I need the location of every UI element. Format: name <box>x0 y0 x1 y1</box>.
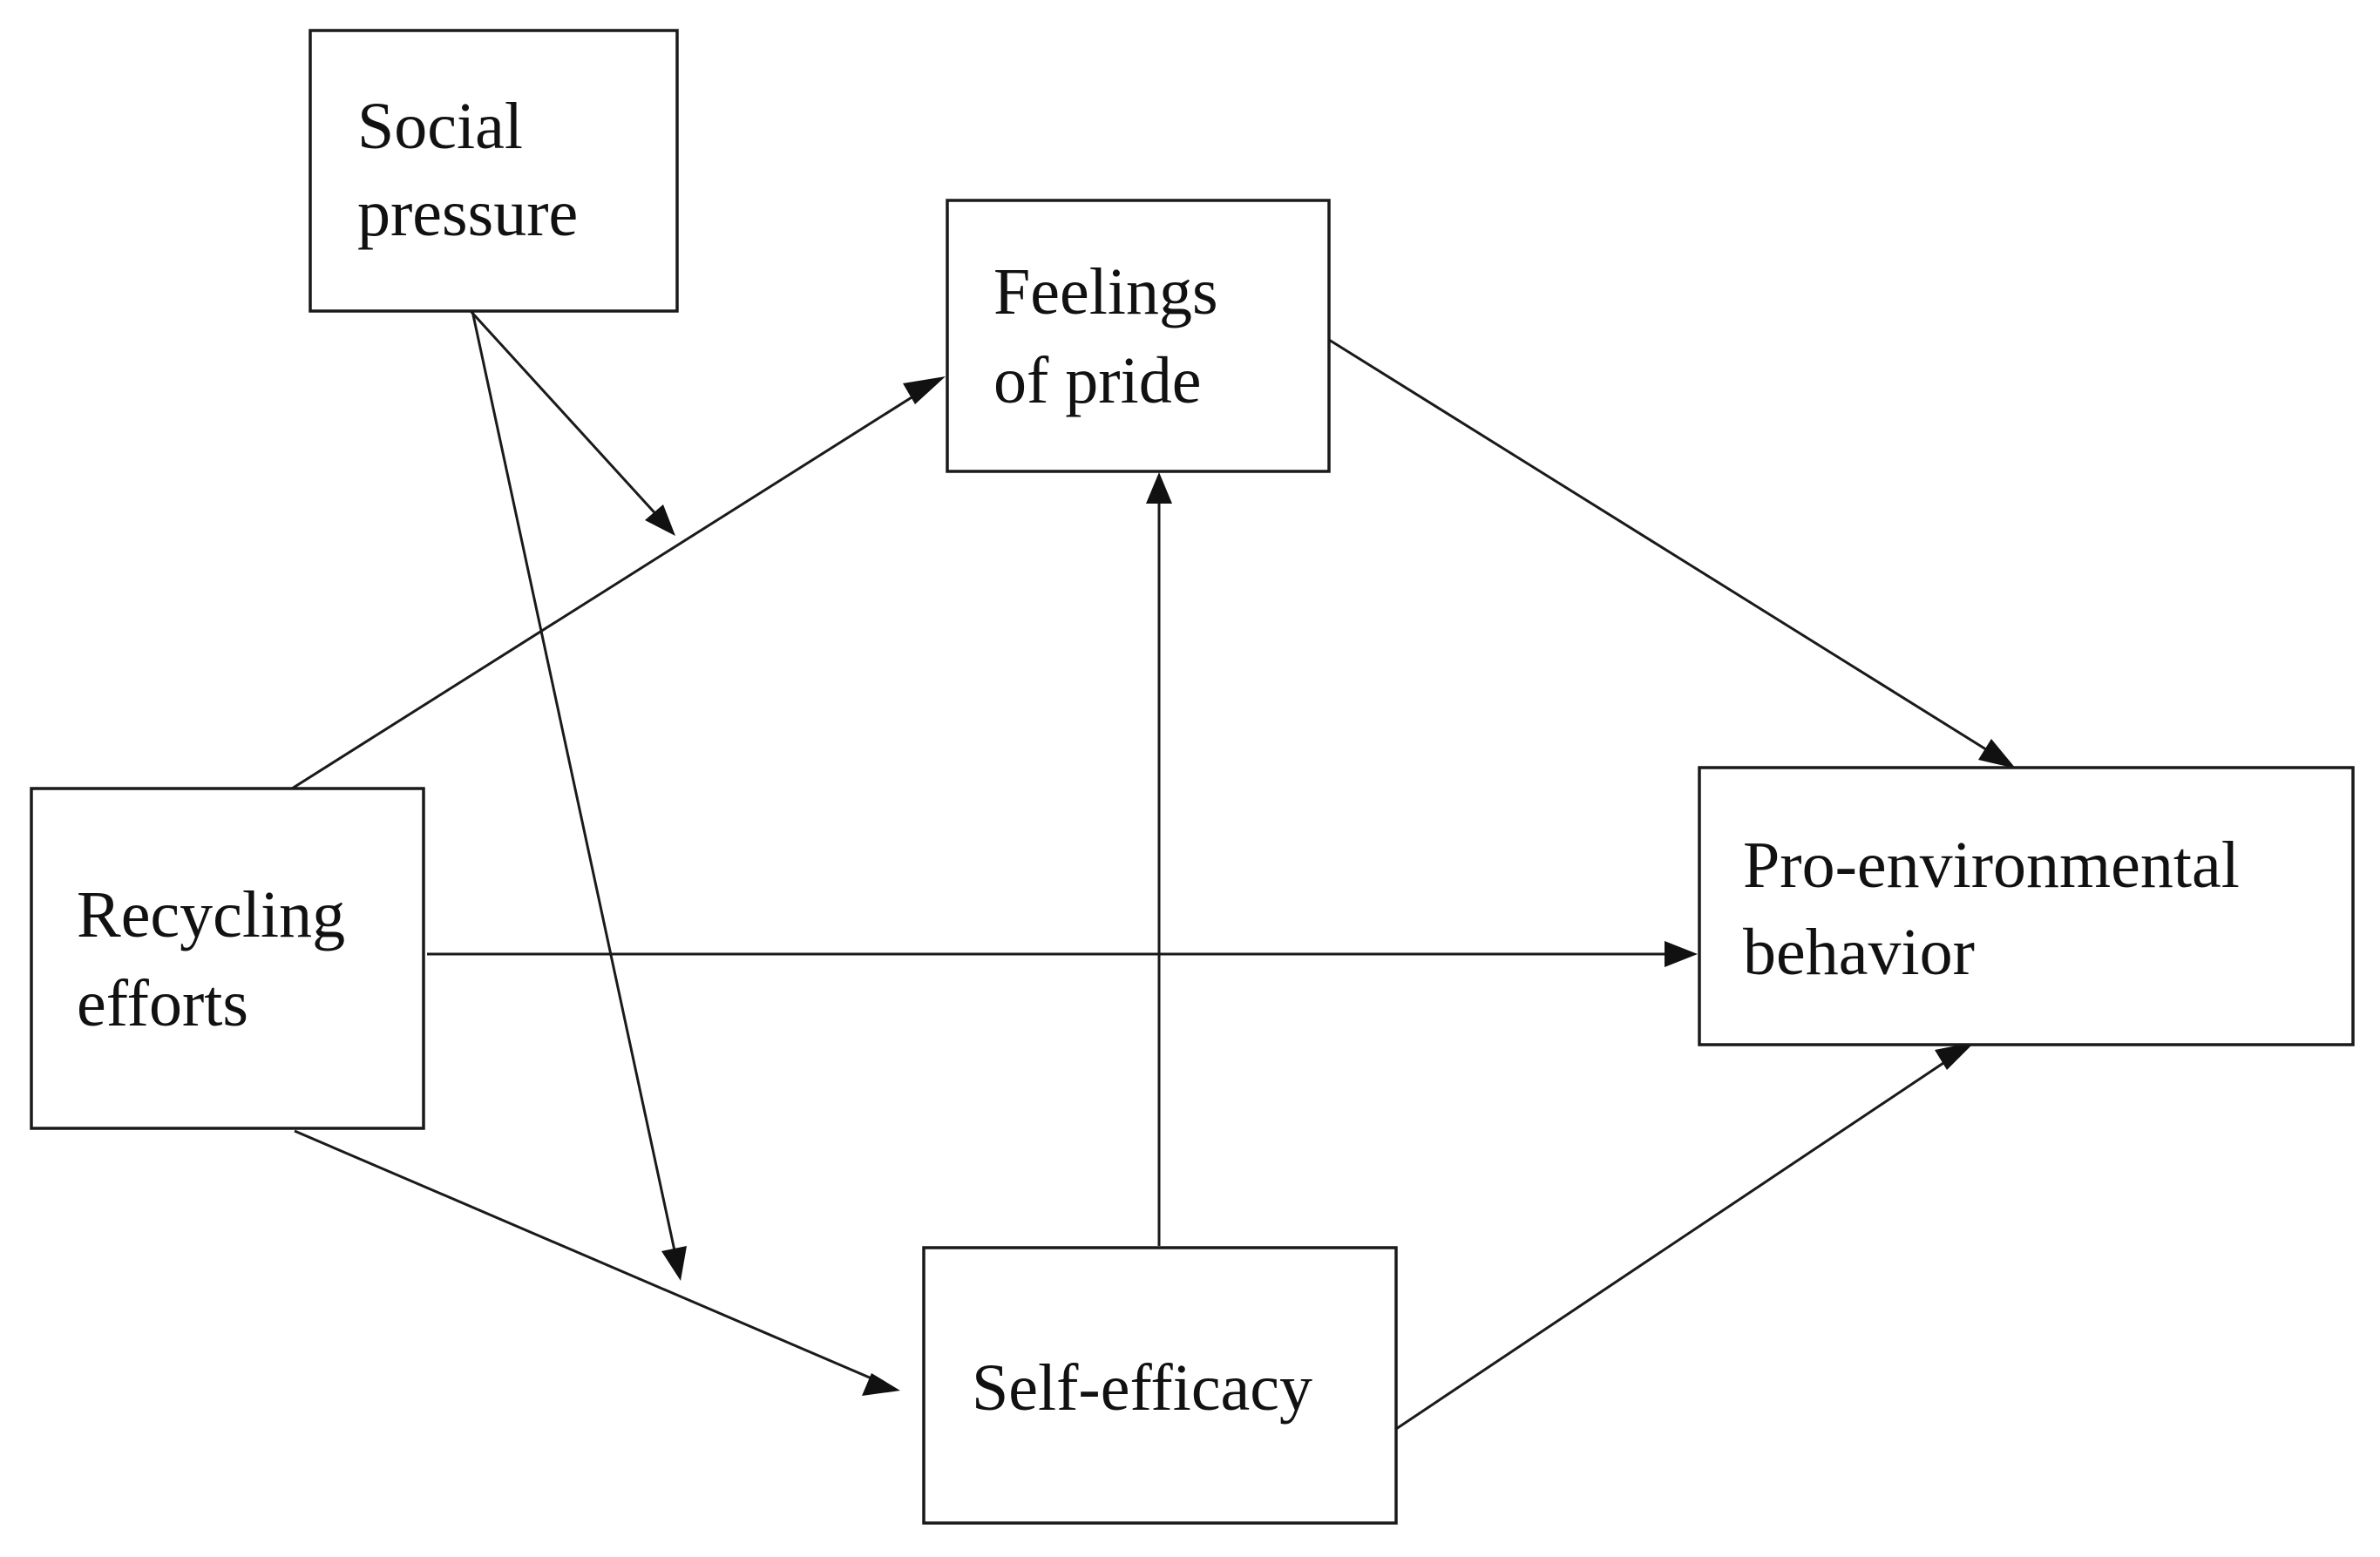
arrowhead-efficacy-to-behavior <box>1935 1042 1975 1070</box>
node-label-feelings-of-pride-line2: of pride <box>993 344 1201 417</box>
node-label-self-efficacy: Self-efficacy <box>972 1351 1312 1425</box>
arrowhead-efficacy-to-pride <box>1146 472 1172 504</box>
node-box-social-pressure <box>309 29 679 313</box>
arrowhead-pride-to-behavior <box>1978 739 2016 768</box>
node-label-recycling-efforts-line2: efforts <box>77 967 248 1040</box>
node-label-recycling-efforts-line1: Recycling <box>77 878 345 951</box>
node-social-pressure: Social pressure <box>309 29 679 313</box>
arrowhead-recycling-to-efficacy <box>862 1373 900 1396</box>
arrowhead-social-to-efficacy-path <box>661 1246 687 1281</box>
node-feelings-of-pride: Feelings of pride <box>946 199 1331 473</box>
node-label-pro-environmental-behavior-line1: Pro-environmental <box>1743 829 2240 902</box>
node-box-feelings-of-pride <box>946 199 1331 473</box>
edge-pride-to-behavior <box>1328 338 1997 757</box>
node-box-pro-environmental-behavior <box>1698 766 2355 1046</box>
arrowhead-social-to-pride-path <box>645 504 675 536</box>
node-self-efficacy: Self-efficacy <box>922 1246 1398 1525</box>
arrowhead-recycling-to-pride <box>903 376 946 404</box>
node-pro-environmental-behavior: Pro-environmental behavior <box>1698 766 2355 1046</box>
node-label-pro-environmental-behavior-line2: behavior <box>1743 916 1975 989</box>
edge-social-to-efficacy-path <box>471 310 677 1256</box>
edge-recycling-to-pride <box>291 387 926 790</box>
node-box-self-efficacy <box>922 1246 1398 1525</box>
edge-efficacy-to-behavior <box>1395 1053 1957 1431</box>
node-label-feelings-of-pride-line1: Feelings <box>993 255 1218 328</box>
node-label-social-pressure-line2: pressure <box>357 177 578 250</box>
node-recycling-efforts: Recycling efforts <box>30 787 425 1130</box>
arrowhead-recycling-to-behavior <box>1665 941 1698 967</box>
node-box-recycling-efforts <box>30 787 425 1130</box>
edge-recycling-to-efficacy <box>294 1129 878 1383</box>
edge-social-to-pride-path <box>469 309 662 521</box>
node-label-social-pressure-line1: Social <box>357 90 523 163</box>
